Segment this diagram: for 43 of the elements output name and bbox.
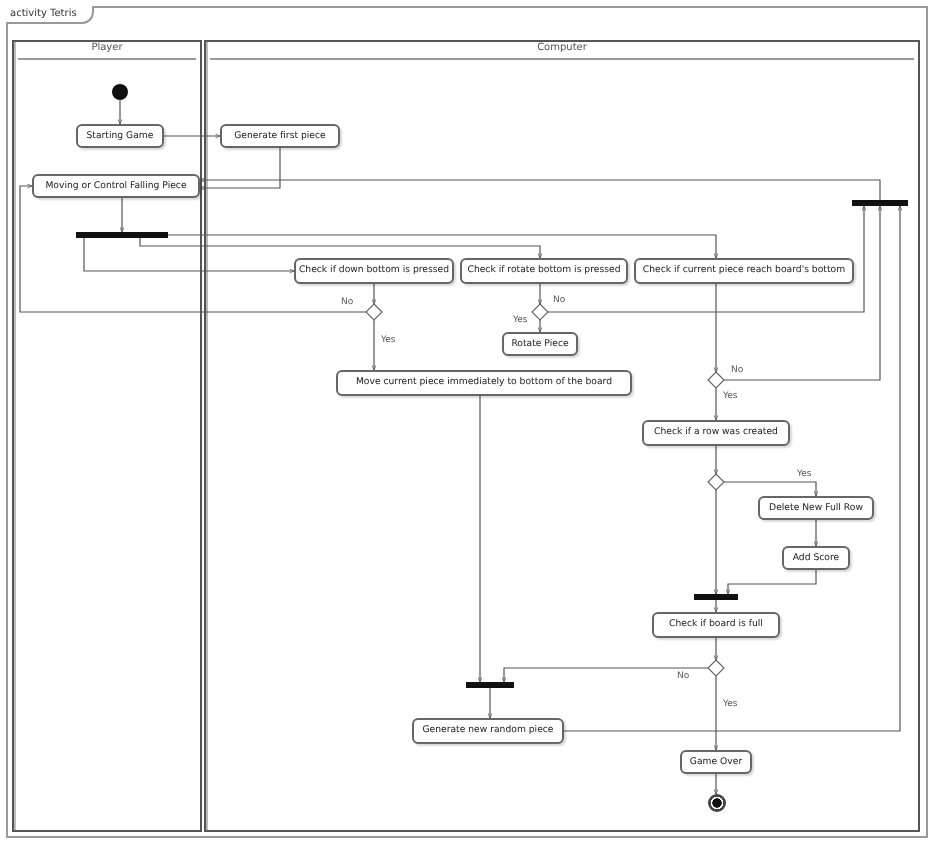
- arrow: [537, 319, 543, 333]
- arrow: [477, 395, 483, 683]
- fork-bar: [466, 682, 514, 688]
- swimlane: [204, 40, 920, 832]
- arrow: [487, 687, 493, 719]
- fork-bar: [852, 200, 908, 206]
- arrow: [713, 675, 719, 751]
- arrow: [725, 569, 817, 595]
- arrow: [547, 205, 867, 313]
- arrow: [713, 489, 719, 595]
- arrow: [371, 319, 377, 371]
- arrow: [713, 445, 719, 475]
- final-node: [707, 794, 725, 812]
- decision-diamond: [708, 372, 724, 388]
- arrow: [199, 177, 881, 201]
- arrow: [723, 481, 819, 497]
- arrow: [199, 147, 281, 191]
- arrow: [163, 133, 221, 139]
- decision-diamond: [708, 660, 724, 676]
- arrow: [813, 519, 819, 547]
- arrow: [501, 667, 709, 683]
- arrow: [117, 99, 123, 125]
- arrow: [713, 637, 719, 661]
- arrow: [371, 283, 377, 305]
- arrow: [167, 234, 719, 259]
- arrow: [139, 237, 543, 259]
- arrow: [713, 387, 719, 421]
- arrow: [537, 283, 543, 305]
- arrow: [83, 237, 295, 274]
- decision-diamond: [532, 304, 548, 320]
- arrow: [713, 283, 719, 373]
- arrow: [713, 773, 719, 795]
- decision-diamond: [708, 474, 724, 490]
- arrow: [563, 205, 903, 732]
- decision-diamond: [366, 304, 382, 320]
- arrow: [723, 205, 883, 381]
- initial-node: [112, 84, 128, 100]
- swimlane: [12, 40, 202, 832]
- arrow: [119, 197, 125, 233]
- fork-bar: [694, 594, 738, 600]
- arrow: [19, 183, 367, 313]
- arrow: [713, 599, 719, 613]
- fork-bar: [76, 232, 168, 238]
